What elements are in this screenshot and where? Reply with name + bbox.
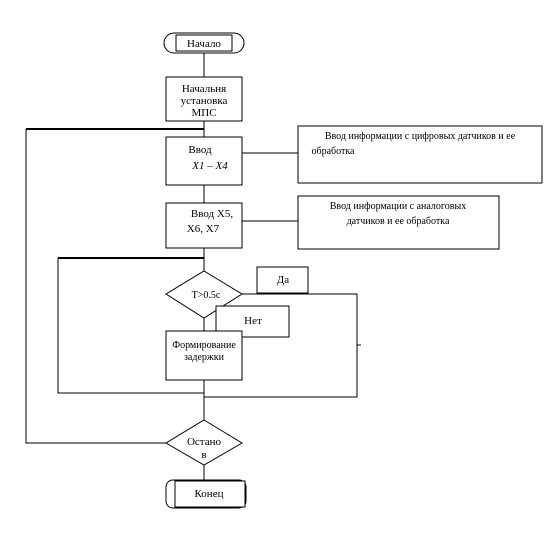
start-label: Начало bbox=[187, 38, 221, 50]
init-line-2: установка bbox=[181, 95, 228, 107]
decision-time-label: T>0.5c bbox=[192, 290, 221, 301]
comment-digital-line-1: Ввод информации с цифровых датчиков и ее bbox=[325, 131, 516, 142]
init-line-1: Начальня bbox=[182, 83, 226, 95]
process-input-digital bbox=[165, 136, 243, 186]
comment-digital bbox=[297, 125, 543, 184]
delay-line-2: задержки bbox=[184, 352, 225, 363]
decision-stop bbox=[165, 419, 243, 466]
end-label: Конец bbox=[195, 488, 224, 500]
yes-label-box bbox=[256, 266, 309, 294]
process-input-analog bbox=[165, 202, 243, 249]
no-label: Нет bbox=[244, 315, 262, 327]
start-label-box bbox=[175, 34, 233, 52]
comment-analog-line-1: Ввод информации с аналоговых bbox=[330, 201, 466, 212]
loop-delay-to-decision bbox=[57, 258, 204, 394]
comment-analog-line-2: датчиков и ее обработка bbox=[347, 216, 450, 227]
loop-stop-to-input1 bbox=[25, 129, 166, 444]
delay-line-1: Формирование bbox=[172, 340, 236, 351]
input2-line-2: X6, X7 bbox=[187, 223, 220, 235]
decision-stop-line-2: в bbox=[201, 449, 206, 461]
decision-stop-line-1: Остано bbox=[187, 436, 222, 448]
comment-digital-line-2: обработка bbox=[312, 146, 356, 157]
process-delay bbox=[165, 330, 243, 381]
end-label-box bbox=[174, 480, 246, 508]
init-line-3: МПС bbox=[191, 107, 216, 119]
input2-line-1: Ввод X5, bbox=[191, 208, 233, 220]
input1-vars: X1 – X4 bbox=[191, 160, 228, 172]
process-init bbox=[165, 76, 243, 122]
comment-analog bbox=[297, 195, 500, 250]
no-label-box bbox=[215, 305, 290, 338]
yes-label: Да bbox=[277, 274, 290, 286]
decision-time bbox=[165, 270, 243, 319]
input1-label: Ввод bbox=[188, 144, 212, 156]
